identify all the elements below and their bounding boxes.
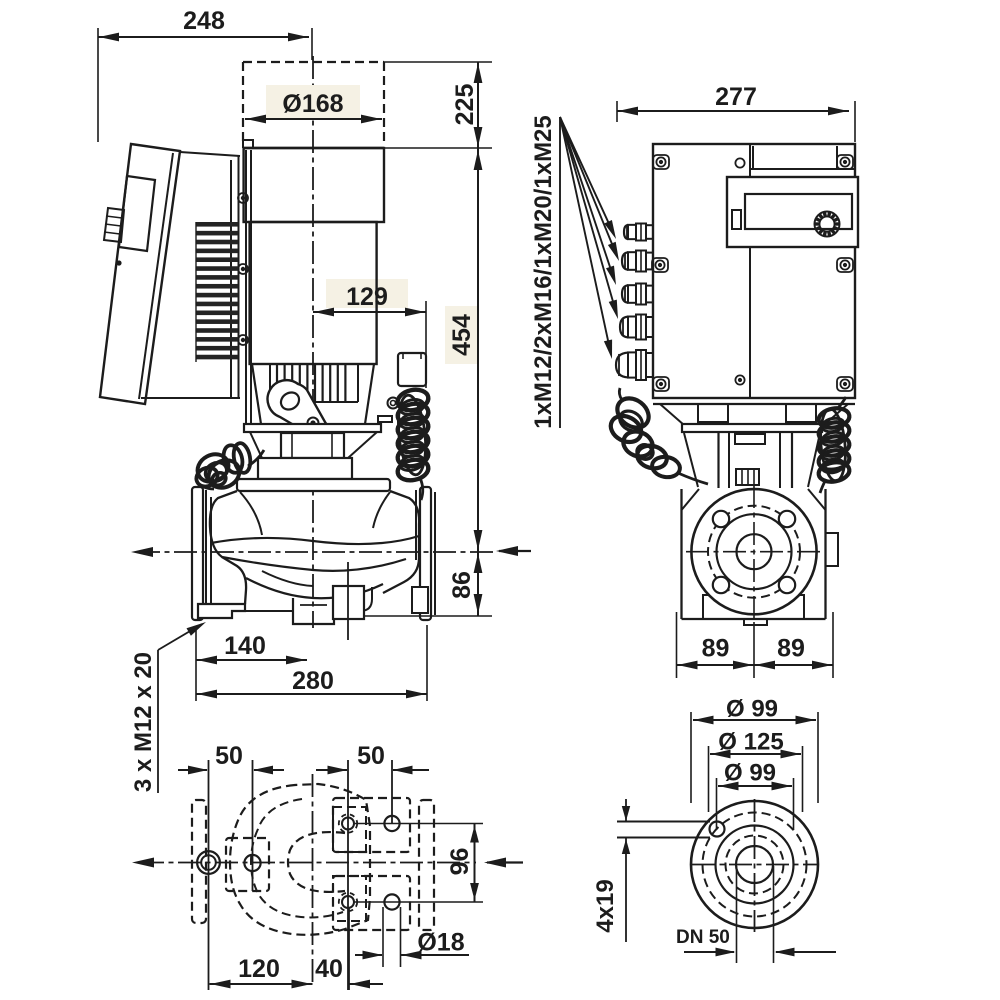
svg-text:140: 140 (224, 632, 266, 660)
svg-text:248: 248 (183, 7, 225, 35)
svg-text:225: 225 (451, 84, 479, 126)
svg-text:277: 277 (715, 83, 757, 111)
svg-text:280: 280 (292, 667, 334, 695)
svg-text:89: 89 (702, 635, 730, 663)
svg-text:454: 454 (448, 314, 476, 356)
svg-text:96: 96 (446, 848, 474, 876)
svg-text:1xM12/2xM16/1xM20/1xM25: 1xM12/2xM16/1xM20/1xM25 (530, 115, 557, 429)
svg-text:50: 50 (357, 742, 385, 770)
svg-text:86: 86 (448, 571, 476, 599)
svg-text:4x19: 4x19 (592, 879, 619, 932)
svg-text:50: 50 (215, 742, 243, 770)
svg-text:129: 129 (346, 283, 388, 311)
svg-text:Ø18: Ø18 (417, 929, 464, 957)
svg-text:Ø168: Ø168 (282, 90, 343, 118)
svg-text:Ø 99: Ø 99 (726, 696, 778, 723)
svg-text:89: 89 (777, 635, 805, 663)
svg-text:Ø 99: Ø 99 (724, 760, 776, 787)
svg-text:DN 50: DN 50 (676, 927, 730, 948)
svg-text:3 x M12 x 20: 3 x M12 x 20 (130, 652, 157, 792)
svg-text:40: 40 (315, 955, 343, 983)
svg-text:120: 120 (238, 955, 280, 983)
svg-text:Ø 125: Ø 125 (718, 729, 783, 756)
